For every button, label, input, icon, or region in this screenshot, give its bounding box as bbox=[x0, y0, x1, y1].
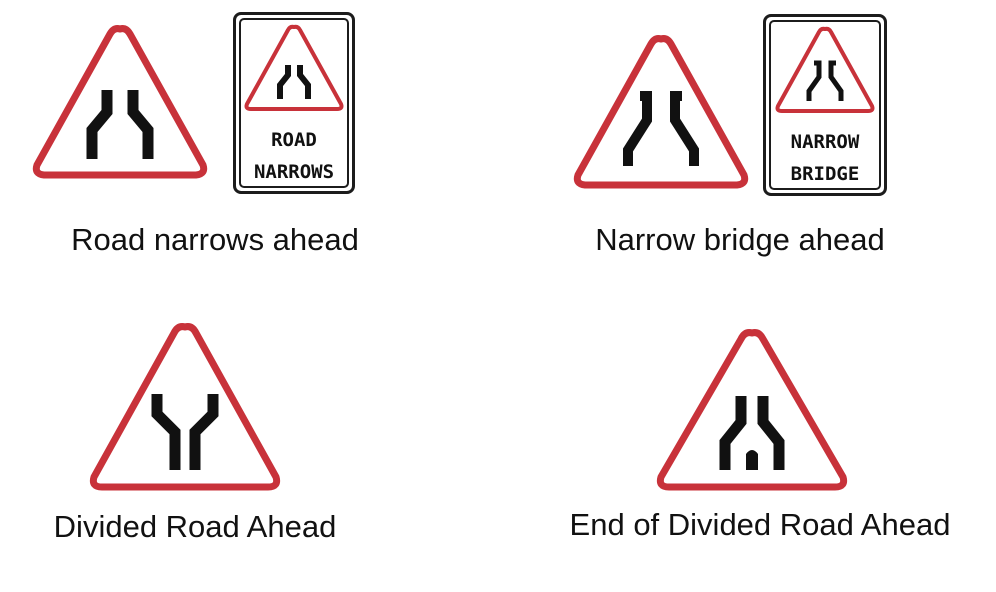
plate-inner-border bbox=[769, 20, 881, 190]
road-narrows-plate-icon bbox=[244, 24, 344, 111]
sign-caption: Road narrows ahead bbox=[71, 222, 359, 257]
sign-caption: Narrow bridge ahead bbox=[595, 222, 885, 257]
narrow-bridge-plate: NARROW BRIDGE bbox=[763, 14, 887, 196]
plate-line-2: NARROWS bbox=[253, 161, 335, 183]
plate-line-1: ROAD bbox=[271, 129, 317, 151]
narrow-bridge-icon bbox=[573, 35, 749, 189]
end-divided-road-icon bbox=[656, 329, 848, 491]
plate-line-1: NARROW bbox=[790, 131, 860, 153]
sign-caption: Divided Road Ahead bbox=[53, 509, 337, 544]
road-narrows-icon bbox=[32, 25, 208, 179]
road-narrows-plate: ROAD NARROWS bbox=[233, 12, 355, 194]
divided-road-icon bbox=[89, 323, 281, 491]
plate-inner-border bbox=[239, 18, 349, 188]
sign-caption: End of Divided Road Ahead bbox=[569, 507, 951, 542]
narrow-bridge-plate-icon bbox=[775, 26, 875, 113]
plate-line-2: BRIDGE bbox=[790, 163, 860, 185]
